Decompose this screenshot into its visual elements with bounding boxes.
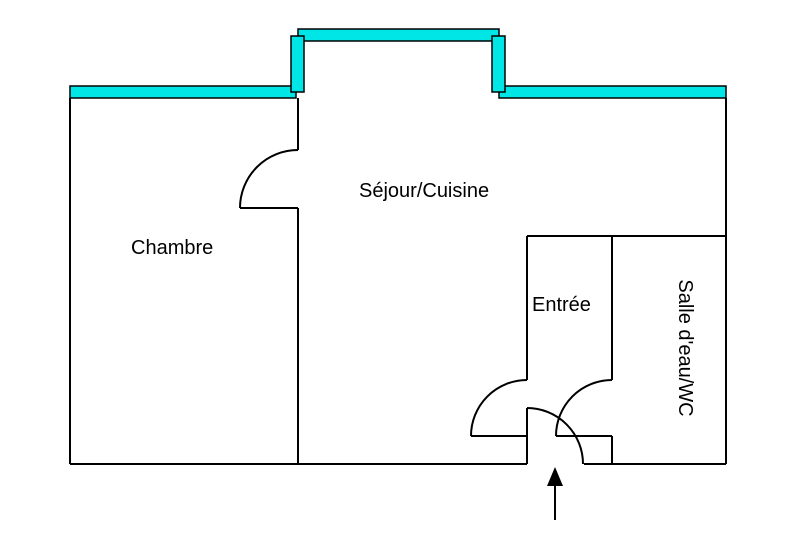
window-living-right (498, 85, 727, 99)
room-label-salle-eau-wc: Salle d'eau/WC (674, 279, 696, 417)
walls (69, 98, 727, 465)
door-bedroom (239, 149, 299, 209)
room-label-entree: Entrée (532, 294, 591, 316)
window-bedroom (69, 85, 297, 99)
door-living (470, 379, 528, 437)
up-arrow-icon (547, 467, 563, 520)
room-label-chambre: Chambre (131, 237, 214, 259)
room-label-sejour-cuisine: Séjour/Cuisine (359, 180, 490, 202)
door-entrance (526, 407, 584, 465)
doors (239, 149, 613, 465)
window-bay-left (290, 35, 305, 93)
window-bay-right (491, 35, 506, 93)
window-bay-top (297, 28, 500, 42)
door-bathroom (555, 379, 613, 437)
windows (69, 28, 727, 99)
